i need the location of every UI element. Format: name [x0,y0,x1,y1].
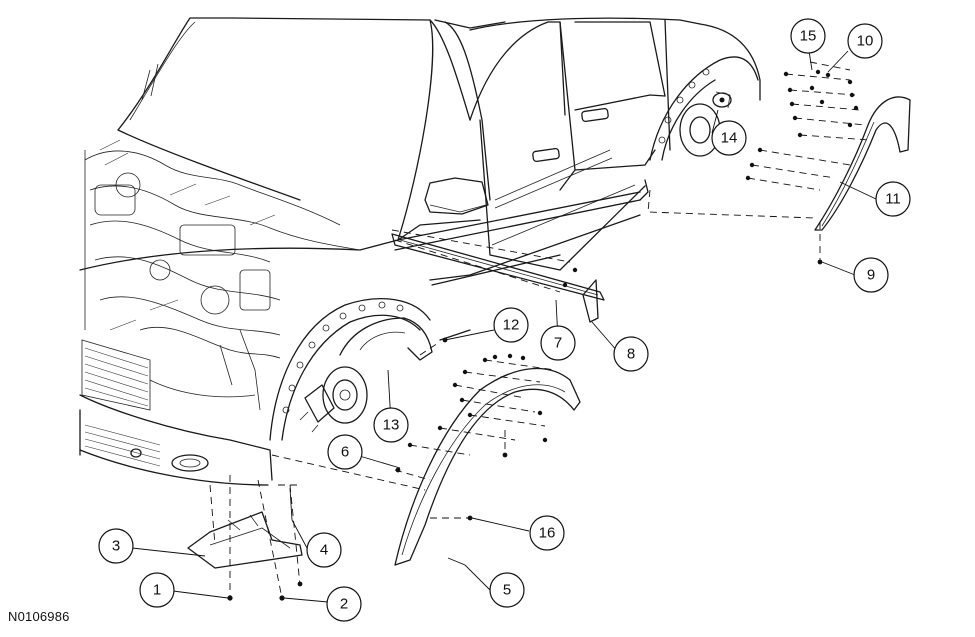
callout-15: 15 [790,18,826,54]
callout-1-label: 1 [153,582,161,599]
callout-14-label: 14 [721,130,738,147]
callout-6-label: 6 [341,444,349,461]
callout-4: 4 [306,532,342,568]
rear-wheel-opening-molding [814,96,911,231]
callout-9: 9 [853,257,889,293]
fog-lamp [171,454,209,472]
fasteners [227,69,859,601]
callout-5: 5 [489,572,525,608]
callout-3-label: 3 [112,538,120,555]
door-frame [469,17,701,31]
callout-11-label: 11 [885,191,901,208]
callout-15-label: 15 [800,28,817,45]
explosion-lines [209,61,871,599]
rear-quarter [699,23,761,101]
callout-10: 10 [847,23,883,59]
engine-compartment [84,139,361,411]
front-wheel-arch [269,298,431,441]
callout-3: 3 [98,528,134,564]
figure-id-label: N0106986 [8,609,70,624]
front-wheel-opening-molding [394,367,581,566]
callout-13-label: 13 [383,417,400,434]
callout-1: 1 [139,572,175,608]
callout-10-label: 10 [857,33,874,50]
rear-arch-fastener-holes [658,68,710,144]
callout-8: 8 [613,336,649,372]
callout-7-label: 7 [554,335,562,352]
grille [81,339,161,467]
callout-2-label: 2 [340,596,348,613]
callout-16: 16 [529,515,565,551]
hood-outline [117,17,434,241]
rocker-molding-end-cap [582,279,599,323]
door-handle [581,107,609,123]
callout-13: 13 [373,407,409,443]
front-bumper [79,394,273,481]
callout-9-label: 9 [867,267,875,284]
side-mirror [424,177,489,215]
leader-lines [131,50,877,603]
arch-fastener-holes [282,301,404,414]
door-handle [532,147,560,163]
vehicle-body [79,17,761,486]
callout-5-label: 5 [503,582,511,599]
callout-11: 11 [875,181,911,217]
callout-7: 7 [540,325,576,361]
rocker-panel-molding [391,233,605,301]
rocker-sill [394,191,641,281]
callout-12: 12 [493,307,529,343]
callout-16-label: 16 [539,525,556,542]
callout-4-label: 4 [320,542,328,559]
callout-14: 14 [711,120,747,156]
callout-12-label: 12 [503,317,520,334]
front-brake-assembly [299,366,368,433]
rear-wheel-arch [649,56,759,161]
callout-2: 2 [326,586,362,622]
front-splash-shield [187,511,303,569]
fender-liner [339,317,433,361]
callout-6: 6 [327,434,363,470]
callout-8-label: 8 [627,346,635,363]
